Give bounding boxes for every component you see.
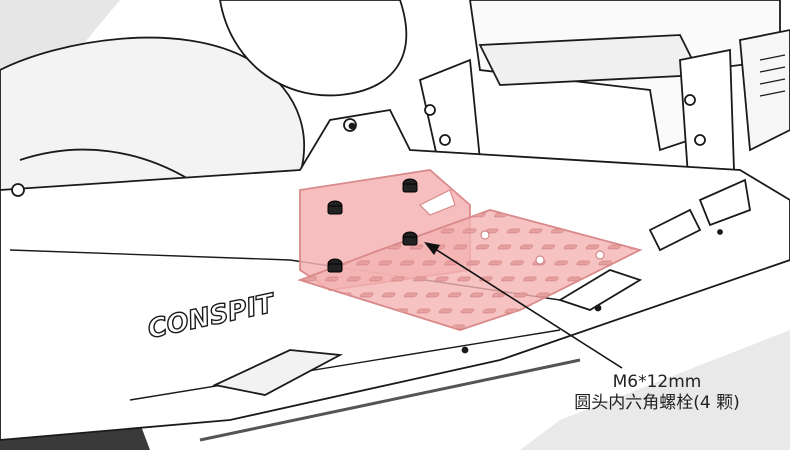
- bolt-callout: M6*12mm 圆头内六角螺栓(4 颗): [552, 372, 762, 414]
- bolt-icon: [327, 200, 343, 215]
- bolt-icon: [402, 231, 418, 246]
- leader-arrow: [424, 242, 623, 369]
- bolt-icon: [402, 178, 418, 193]
- bolt-icon: [327, 258, 343, 273]
- m6-bolts: [327, 178, 418, 273]
- bolt-spec: M6*12mm: [612, 372, 702, 392]
- pedal-mount-bracket: [297, 169, 643, 331]
- bolt-description: 圆头内六角螺栓(4 颗): [574, 393, 740, 413]
